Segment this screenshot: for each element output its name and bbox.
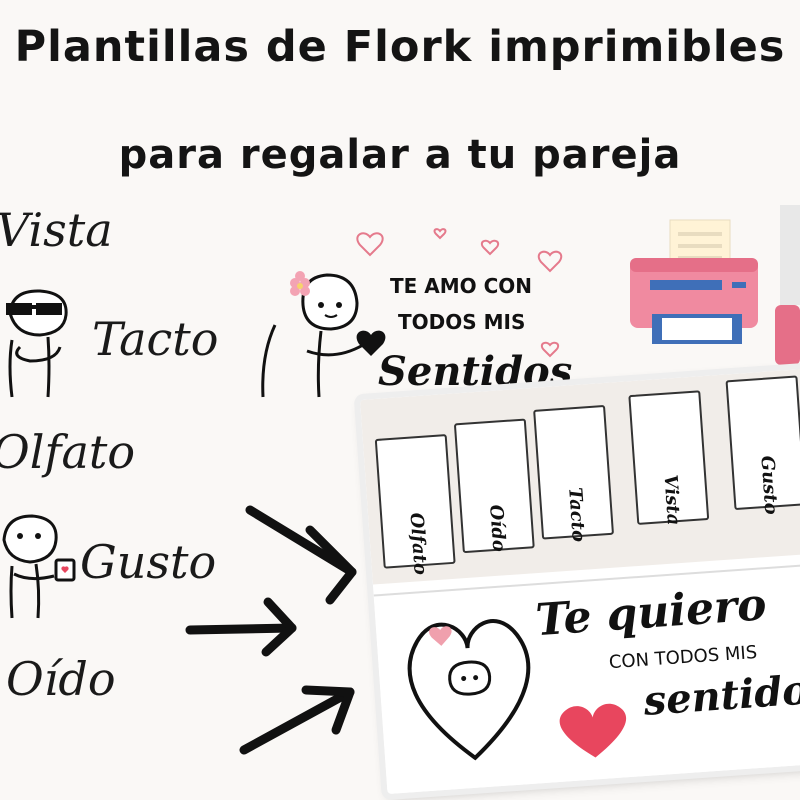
decor-hearts-icon: [356, 228, 563, 435]
banner-sub: CON TODOS MIS: [608, 641, 758, 674]
center-line-2: TODOS MIS: [398, 310, 526, 334]
sense-oido: Oído: [6, 652, 116, 706]
flork-flower-icon: [261, 271, 386, 398]
flork-sunglasses-icon: [6, 289, 68, 398]
mini-card-vista: Vista: [628, 390, 710, 526]
banner: Te quiero CON TODOS MIS sentidos: [373, 562, 800, 795]
arrow-1-icon: [245, 505, 357, 577]
arrow-3-icon: [239, 687, 355, 755]
flork-heart-icon: [407, 619, 531, 761]
arrow-2-icon: [185, 623, 297, 635]
center-line-1: TE AMO CON: [390, 274, 533, 298]
mini-card-gusto: Gusto: [725, 375, 800, 515]
banner-headline: Te quiero: [534, 579, 769, 647]
flork-mug-icon: [2, 514, 76, 619]
title-line-2: para regalar a tu pareja: [118, 132, 682, 178]
sense-tacto: Tacto: [92, 312, 219, 366]
mini-card-oido: Oído: [453, 418, 535, 554]
printer-partial-icon: [775, 205, 800, 365]
heart-icon: [559, 703, 627, 758]
sense-vista: Vista: [0, 203, 113, 257]
sense-olfato: Olfato: [0, 425, 136, 479]
arrows-group: [185, 505, 357, 755]
banner-script: sentidos: [642, 664, 800, 725]
printed-templates-photo: Olfato Oído Tacto Vista Gusto Te quiero …: [360, 367, 800, 795]
mini-card-tacto: Tacto: [533, 404, 615, 543]
sense-gusto: Gusto: [80, 535, 217, 589]
mini-card-olfato: Olfato: [374, 434, 456, 576]
printer-icon: [630, 219, 758, 344]
title-line-1: Plantillas de Flork imprimibles: [14, 22, 786, 72]
